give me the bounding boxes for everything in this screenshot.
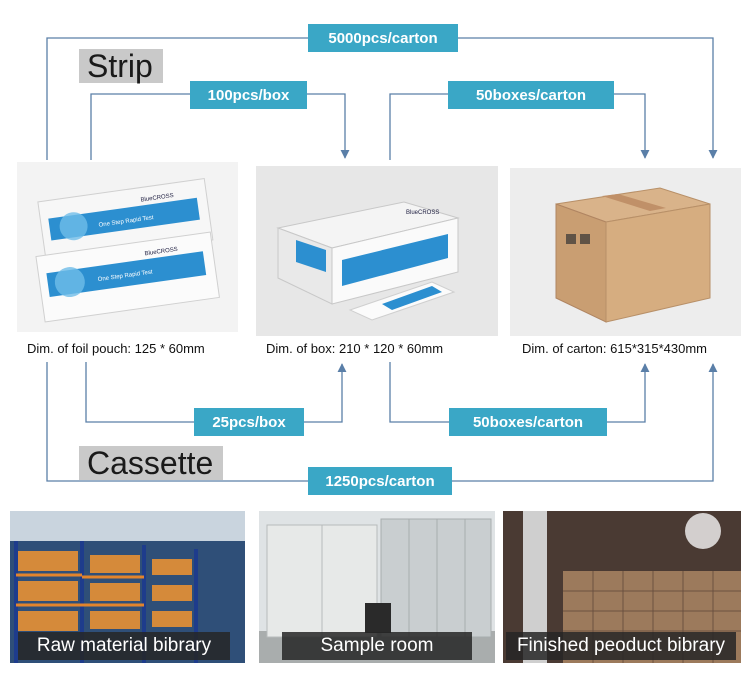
box-photo: BlueCROSS xyxy=(256,166,498,336)
pouch-brand-text: BlueCROSS xyxy=(140,193,174,204)
cassette-per-box-badge: 25pcs/box xyxy=(194,408,304,436)
carton-photo xyxy=(510,168,741,336)
box-carton-top-arrow xyxy=(614,93,650,159)
strip-box-connector xyxy=(90,93,190,160)
carton-dimension: Dim. of carton: 615*315*430mm xyxy=(522,341,707,356)
pouch2-brand-text: BlueCROSS xyxy=(144,247,178,258)
box-carton-bottom-connector xyxy=(389,362,449,423)
finished-product-caption: Finished peoduct bibrary xyxy=(506,632,736,660)
pouch-dimension: Dim. of foil pouch: 125 * 60mm xyxy=(27,341,205,356)
cassette-carton-arrow xyxy=(452,363,718,482)
strip-per-carton-badge: 5000pcs/carton xyxy=(308,24,458,52)
box-carton-bottom-arrow xyxy=(607,363,650,423)
cassette-box-connector xyxy=(85,362,194,423)
foil-pouch-photo: BlueCROSS One Step Rapid Test BlueCROSS … xyxy=(17,162,238,332)
strip-carton-connector xyxy=(46,37,308,160)
strip-box-arrow xyxy=(307,93,350,159)
cassette-box-arrow xyxy=(304,363,347,423)
strip-label: Strip xyxy=(79,49,163,83)
cassette-label: Cassette xyxy=(79,446,224,480)
box-brand-text: BlueCROSS xyxy=(406,210,439,216)
cassette-per-carton-badge: 1250pcs/carton xyxy=(308,467,452,495)
cassette-carton-connector xyxy=(46,362,308,482)
strip-carton-arrow xyxy=(458,37,718,159)
sample-room-caption: Sample room xyxy=(282,632,472,660)
strip-boxes-per-carton-badge: 50boxes/carton xyxy=(448,81,614,109)
cassette-boxes-per-carton-badge: 50boxes/carton xyxy=(449,408,607,436)
box-carton-top-connector xyxy=(389,93,448,160)
raw-material-caption: Raw material bibrary xyxy=(18,632,230,660)
strip-per-box-badge: 100pcs/box xyxy=(190,81,307,109)
box-dimension: Dim. of box: 210 * 120 * 60mm xyxy=(266,341,444,356)
